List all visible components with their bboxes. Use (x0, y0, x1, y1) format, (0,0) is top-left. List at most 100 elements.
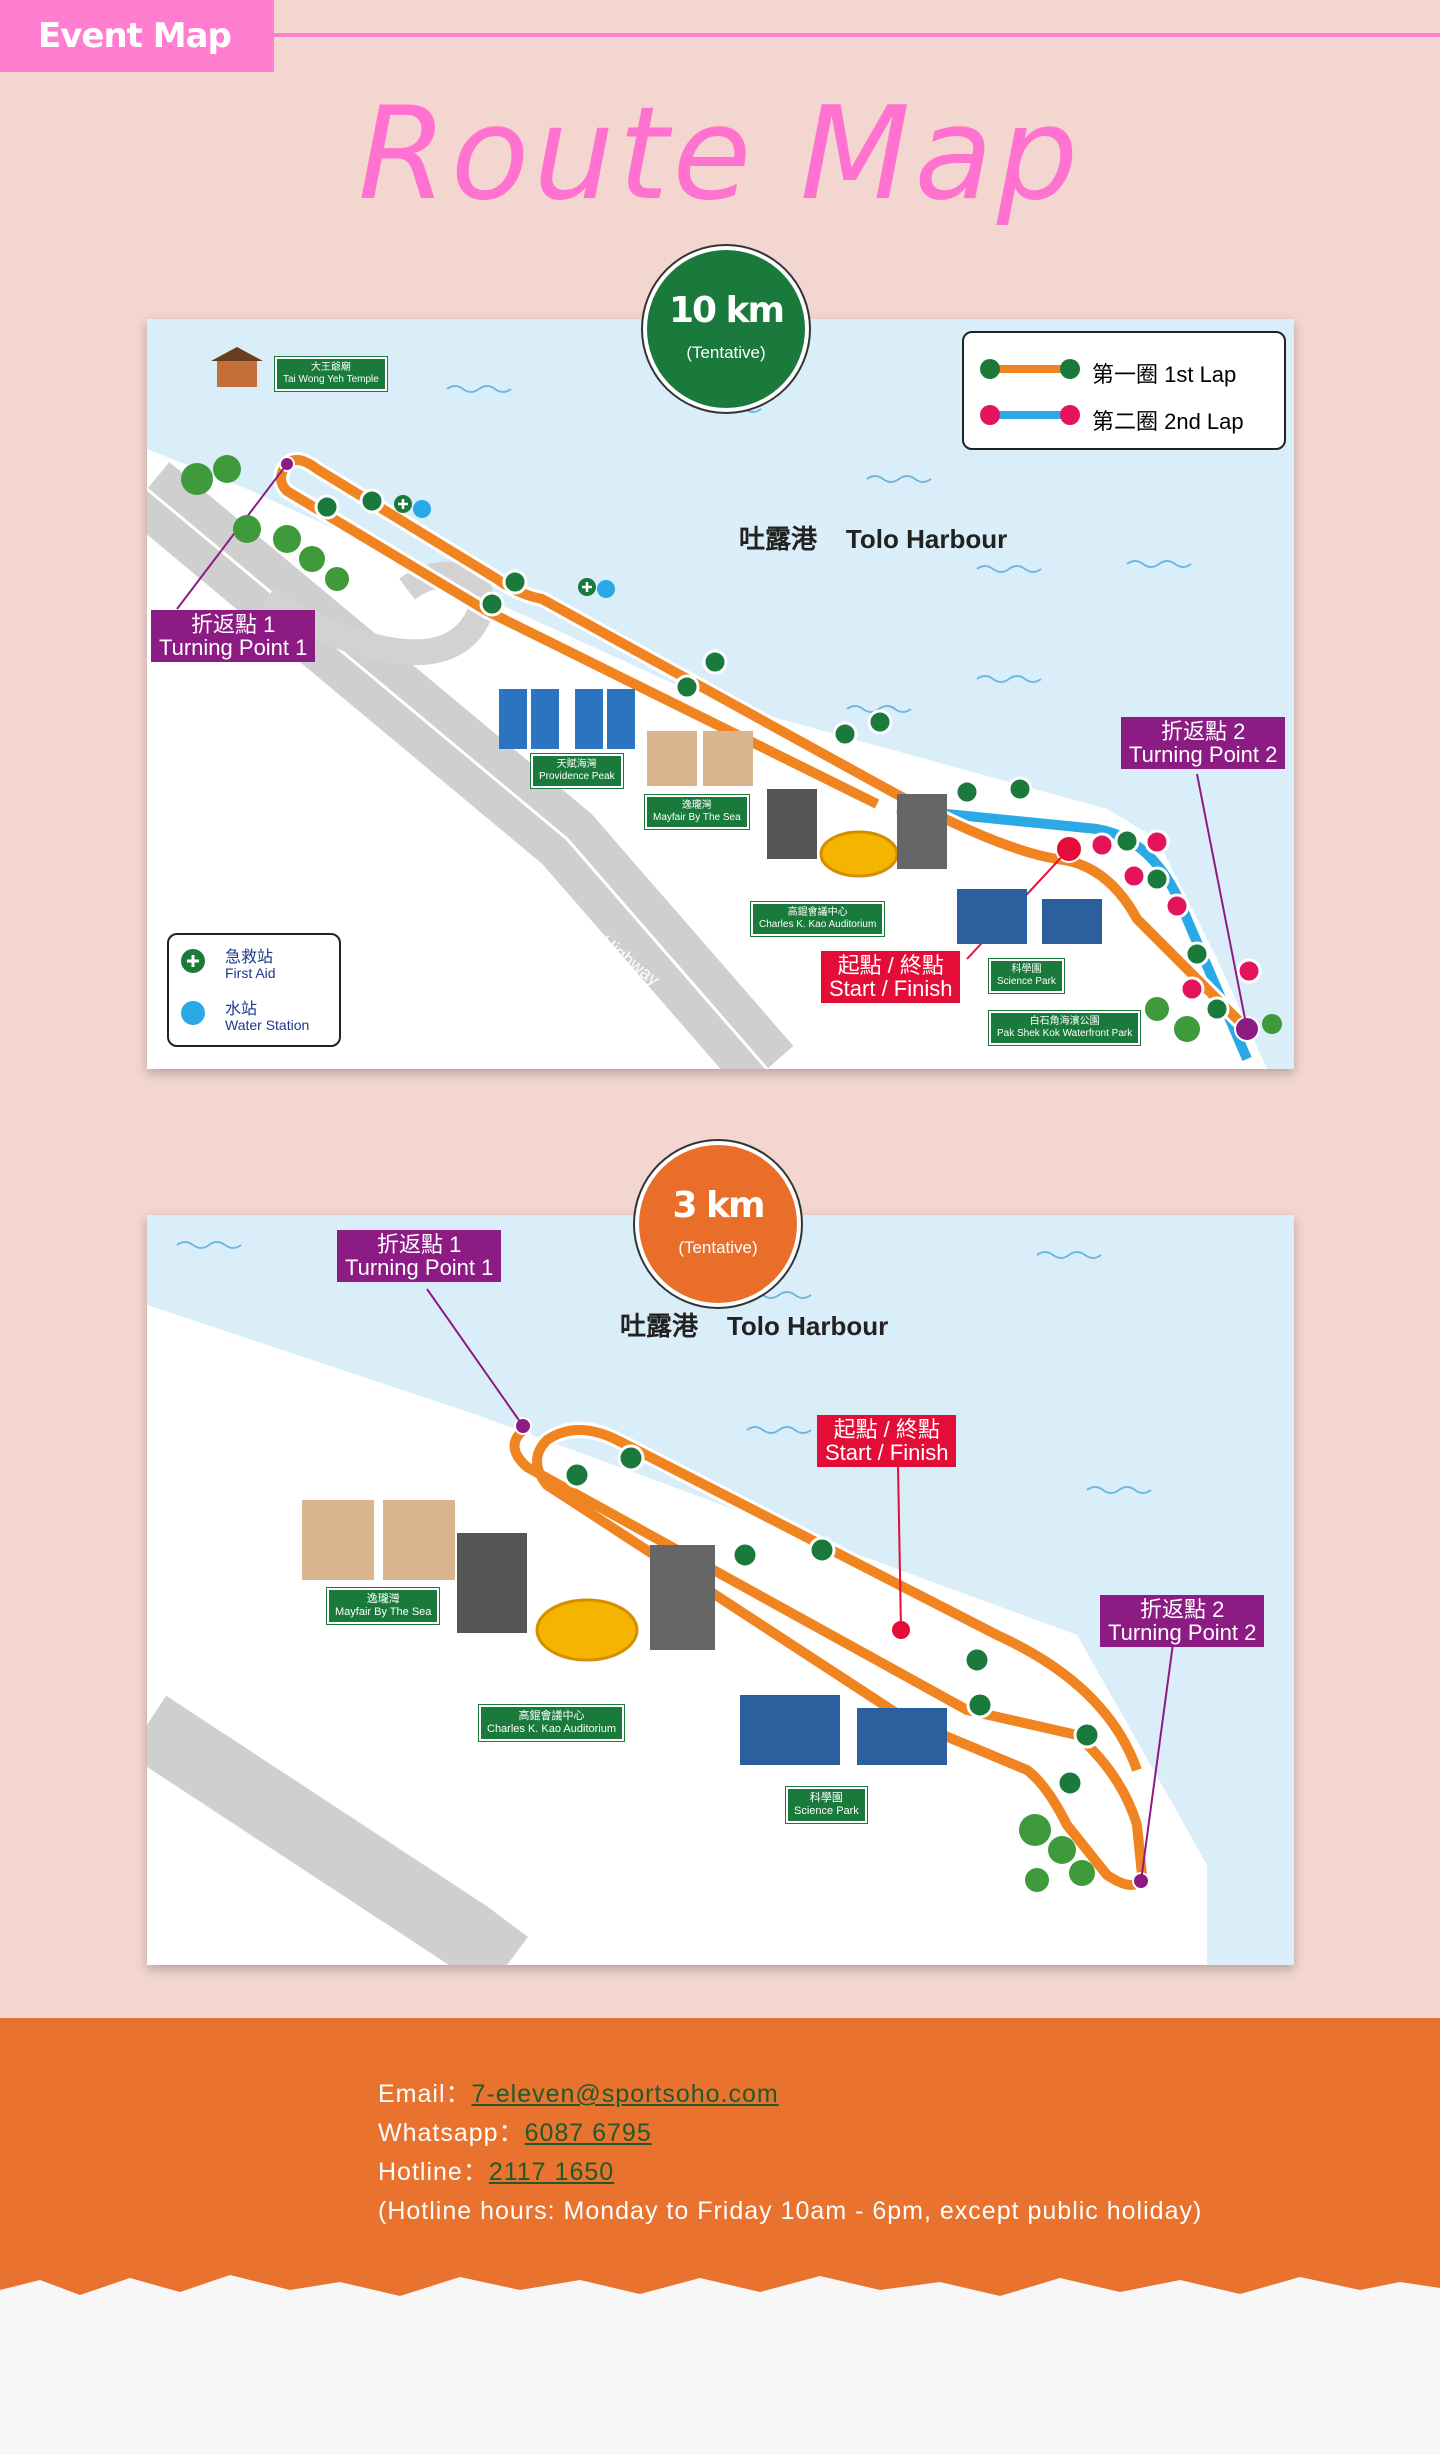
harbour-en: Tolo Harbour (845, 524, 1008, 554)
hotline-link[interactable]: 2117 1650 (488, 2158, 615, 2186)
first-aid-zh: 急救站 (225, 949, 274, 966)
tentative-label: (Tentative) (678, 1238, 758, 1257)
turning-point-2-leader (1196, 773, 1248, 1030)
turning-2-en: Turning Point 2 (1129, 742, 1278, 768)
header-rule (274, 33, 1440, 37)
science-park-zh: 科學園 (809, 1792, 843, 1804)
water-station-icon (597, 580, 615, 598)
email-line: Email：7-eleven@sportsoho.com (378, 2075, 1202, 2114)
facility-key: 急救站 First Aid 水站 Water Station (167, 933, 341, 1047)
harbour-label: 吐露港 Tolo Harbour (620, 1306, 888, 1343)
tentative-label: (Tentative) (686, 343, 766, 362)
auditorium-zh: 高錕會議中心 (518, 1710, 585, 1722)
email-label: Email： (378, 2080, 472, 2108)
turning-2-en: Turning Point 2 (1108, 1620, 1257, 1646)
auditorium-en: Charles K. Kao Auditorium (487, 1723, 617, 1736)
harbour-water (147, 1215, 1294, 1965)
facility-key-icons (181, 949, 205, 1025)
start-finish-leader (897, 1464, 902, 1631)
whatsapp-label: Whatsapp： (378, 2119, 525, 2147)
event-map-tag: Event Map (0, 0, 274, 72)
providence-en: Providence Peak (539, 771, 615, 782)
temple-en: Tai Wong Yeh Temple (283, 374, 379, 385)
waterfront-zh: 白石角海濱公園 (1029, 1016, 1100, 1027)
science-park-buildings (740, 1695, 947, 1765)
legend-lap2: 第二圈 2nd Lap (1092, 409, 1244, 434)
mayfair-en: Mayfair By The Sea (653, 812, 741, 823)
tree-cluster (1019, 1814, 1095, 1892)
route-3km (509, 1422, 1148, 1890)
first-aid-icon (578, 578, 596, 596)
temple-building (211, 347, 263, 387)
waterfront-en: Pak Shek Kok Waterfront Park (997, 1028, 1133, 1039)
direction-markers (563, 1444, 1101, 1797)
map-3km-graphic (147, 1215, 1294, 1965)
distance-label: 10 km (668, 290, 785, 331)
hotline-hours: (Hotline hours: Monday to Friday 10am - … (378, 2197, 1203, 2225)
mayfair-en: Mayfair By The Sea (335, 1606, 432, 1619)
turning-1-zh: 折返點 1 (377, 1232, 462, 1257)
map-10km-graphic (147, 319, 1294, 1069)
science-park-zh: 科學園 (1011, 964, 1042, 975)
contact-info: Email：7-eleven@sportsoho.com Whatsapp：60… (378, 2075, 1202, 2231)
distance-badge-3km: 3 km (Tentative) (635, 1141, 801, 1307)
direction-markers (314, 488, 1262, 1022)
chong-san-road (260, 561, 495, 666)
water-en: Water Station (225, 1017, 310, 1033)
lap-legend-swatches (980, 359, 1080, 425)
turning-1-zh: 折返點 1 (191, 612, 276, 637)
providence-zh: 天賦海灣 (556, 759, 597, 770)
turning-point-1-leader (176, 463, 288, 610)
science-park-buildings (957, 889, 1102, 944)
start-en: Start / Finish (825, 1440, 949, 1466)
torn-paper-edge (0, 2275, 1440, 2455)
page-title: Route Map (357, 80, 1083, 229)
auditorium-zh: 高錕會議中心 (787, 907, 848, 918)
providence-peak-buildings (499, 689, 635, 749)
harbour-label: 吐露港 Tolo Harbour (739, 519, 1007, 556)
email-link[interactable]: 7-eleven@sportsoho.com (471, 2080, 779, 2108)
turning-2-zh: 折返點 2 (1140, 1597, 1225, 1622)
hotline-line: Hotline：2117 1650 (378, 2153, 1202, 2192)
turning-2-zh: 折返點 2 (1161, 719, 1246, 744)
route-map-10km: 10 km (Tentative) 第一圈 1st Lap 第二圈 2nd La… (147, 246, 1294, 1069)
whatsapp-line: Whatsapp：6087 6795 (378, 2114, 1202, 2153)
temple-zh: 大王爺廟 (310, 362, 351, 373)
first-aid-icon (394, 495, 412, 513)
turning-point-1-leader (426, 1288, 524, 1427)
highway-road (147, 1695, 528, 1965)
start-zh: 起點 / 終點 (833, 1417, 940, 1442)
distance-label: 3 km (672, 1185, 765, 1226)
harbour-zh: 吐露港 (620, 1311, 699, 1341)
science-park-en: Science Park (794, 1805, 859, 1818)
legend-lap1: 第一圈 1st Lap (1092, 362, 1237, 387)
turning-1-en: Turning Point 1 (345, 1255, 494, 1281)
mayfair-buildings (302, 1500, 455, 1580)
whatsapp-link[interactable]: 6087 6795 (524, 2119, 652, 2147)
start-en: Start / Finish (829, 976, 953, 1002)
auditorium-building (767, 789, 947, 878)
mayfair-buildings (647, 731, 753, 786)
hotline-label: Hotline： (378, 2158, 489, 2186)
first-aid-en: First Aid (225, 965, 276, 981)
water-zh: 水站 (225, 1001, 258, 1018)
event-map-tag-label: Event Map (38, 16, 232, 56)
harbour-zh: 吐露港 (739, 524, 818, 554)
tree-cluster (181, 455, 1282, 1042)
mayfair-zh: 逸瓏灣 (366, 1593, 400, 1605)
